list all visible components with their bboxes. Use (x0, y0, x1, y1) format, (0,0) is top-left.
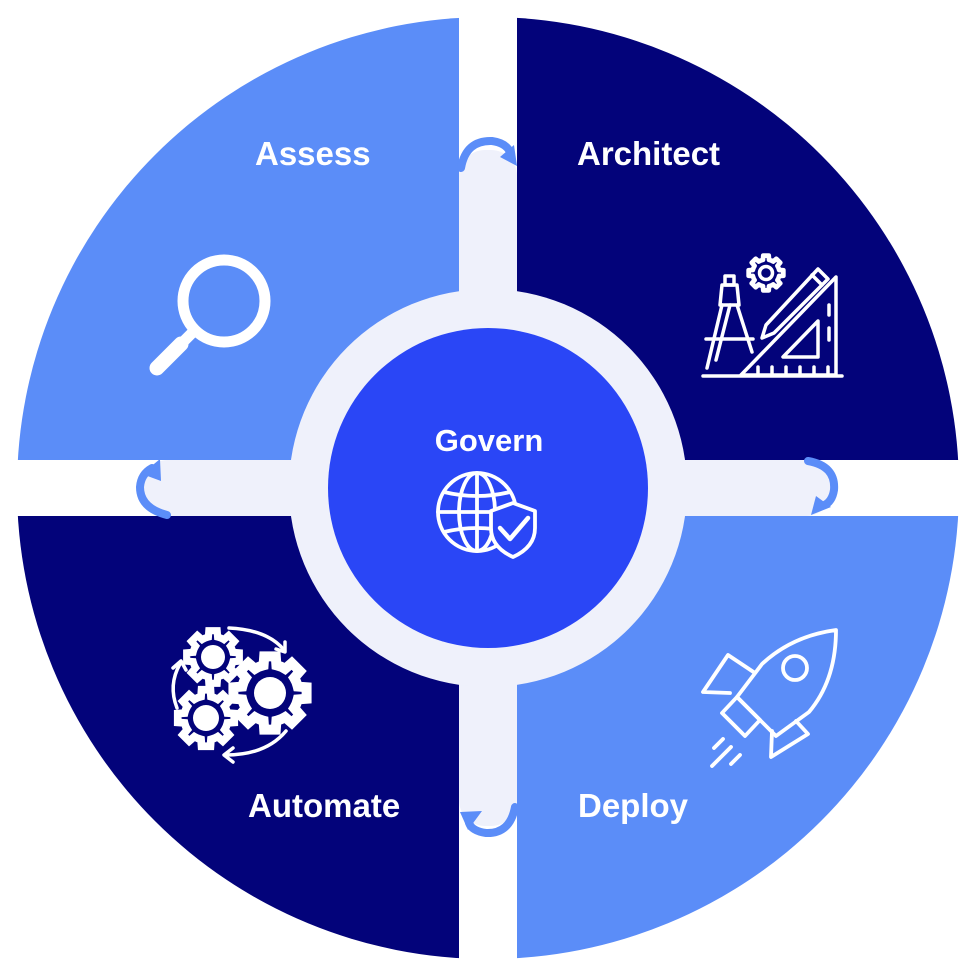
drafting-tools-icon (701, 256, 844, 378)
center-circle[interactable] (328, 328, 648, 648)
cycle-arrows (171, 626, 288, 764)
stage-label-automate: Automate (248, 787, 400, 824)
center-label-govern: Govern (435, 423, 544, 458)
globe-shield-check-icon (436, 471, 537, 559)
arrow-automate-to-assess (135, 459, 171, 519)
gears-cycle-icon (171, 626, 307, 764)
stage-label-deploy: Deploy (578, 787, 689, 824)
arrow-assess-to-architect (457, 137, 517, 172)
arrow-deploy-to-automate (460, 803, 519, 837)
magnifying-glass-icon (149, 254, 271, 376)
rocket-icon (701, 628, 838, 768)
arrow-architect-to-deploy (804, 457, 839, 515)
flow-arrows (135, 137, 839, 837)
stage-label-architect: Architect (577, 135, 720, 172)
shield-check-icon (489, 501, 537, 559)
stage-label-assess: Assess (255, 135, 371, 172)
